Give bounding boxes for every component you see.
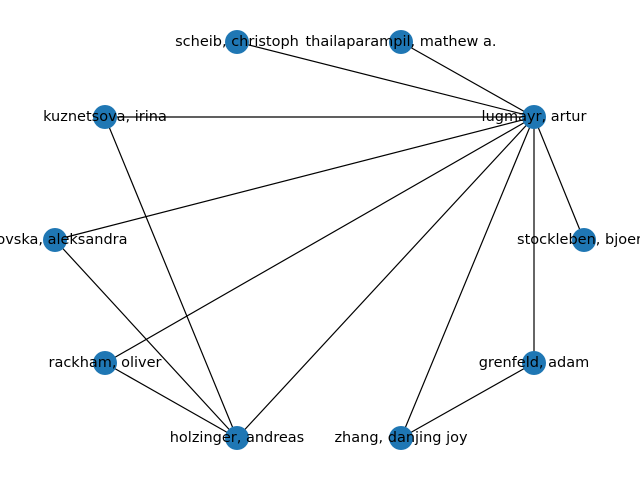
node-label-grenfeld: grenfeld, adam [479,355,590,371]
node-zhang [389,426,413,450]
node-rackham [93,351,117,375]
node-aleksandra [43,228,67,252]
node-label-stockleben: stockleben, bjoern [517,232,640,248]
edge-lugmayr-thailaparampil [400,41,535,118]
node-grenfeld [522,351,546,375]
node-label-zhang: zhang, danjing joy [334,430,468,446]
node-label-rackham: rackham, oliver [48,355,161,371]
node-label-holzinger: holzinger, andreas [170,430,305,446]
node-kuznetsova [93,105,117,129]
node-stockleben [572,228,596,252]
node-lugmayr [522,105,546,129]
edge-lugmayr-rackham [104,116,535,364]
node-label-lugmayr: lugmayr, artur [482,109,587,125]
edge-kuznetsova-holzinger [104,116,238,439]
edges-layer [54,41,585,439]
edge-lugmayr-scheib [236,41,535,118]
labels-layer: lugmayr, artur stockleben, bjoern grenfeld… [0,34,640,446]
edge-lugmayr-stockleben [533,116,585,241]
node-thailaparampil [389,30,413,54]
edge-aleksandra-holzinger [54,239,238,439]
nodes-layer [43,30,596,450]
edge-grenfeld-zhang [400,362,535,439]
node-label-aleksandra: ...ovska, aleksandra [0,232,128,248]
node-scheib [225,30,249,54]
node-label-thailaparampil: thailaparampil, mathew a. [305,34,496,50]
edge-lugmayr-holzinger [236,116,535,439]
node-label-scheib: scheib, christoph [175,34,299,50]
node-holzinger [225,426,249,450]
node-label-kuznetsova: kuznetsova, irina [43,109,167,125]
edge-lugmayr-aleksandra [54,116,535,241]
edge-rackham-holzinger [104,362,238,439]
edge-lugmayr-zhang [400,116,535,439]
